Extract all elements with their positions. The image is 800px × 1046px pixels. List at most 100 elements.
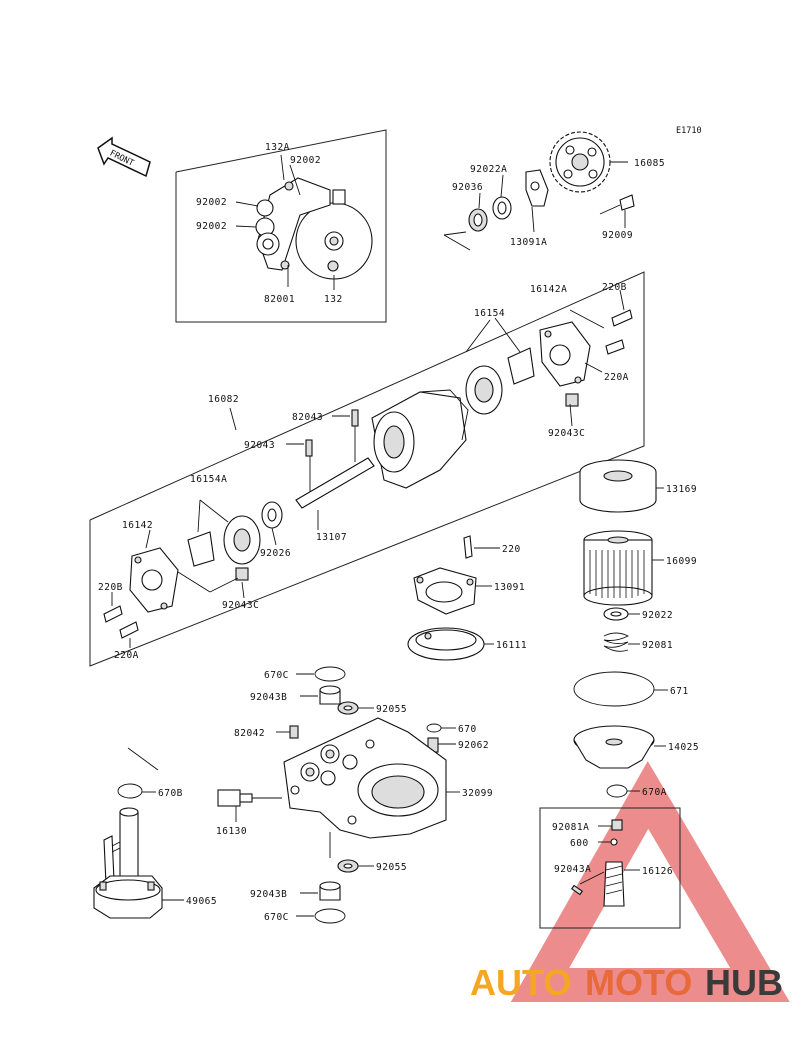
pump-cover-top <box>539 309 633 407</box>
part-label-92062: 92062 <box>458 740 489 751</box>
o-ring-icon <box>426 723 442 733</box>
pump-cover-inset <box>175 129 387 323</box>
rotor-set-bottom <box>187 501 283 567</box>
drive-gear-group <box>468 131 635 232</box>
part-label-132: 132 <box>324 294 343 305</box>
part-label-16126: 16126 <box>642 866 673 877</box>
part-label-92055: 92055 <box>376 704 407 715</box>
dowel-icon <box>235 567 249 581</box>
part-label-92043b: 92043B <box>250 692 287 703</box>
part-label-92022: 92022 <box>642 610 673 621</box>
part-label-13169: 13169 <box>666 484 697 495</box>
bolt-icon <box>103 605 123 623</box>
oil-pipe-assembly <box>93 807 163 919</box>
part-label-92002: 92002 <box>290 155 321 166</box>
part-label-92022a: 92022A <box>470 164 507 175</box>
part-label-671: 671 <box>670 686 689 697</box>
part-label-92026: 92026 <box>260 548 291 559</box>
part-label-220a: 220A <box>114 650 139 661</box>
part-label-16130: 16130 <box>216 826 247 837</box>
plate-13091 <box>413 567 477 615</box>
part-label-16154a: 16154A <box>190 474 227 485</box>
sensor-icon <box>217 789 241 807</box>
shaft-icon <box>295 457 375 509</box>
part-label-16142: 16142 <box>122 520 153 531</box>
part-label-92002: 92002 <box>196 197 227 208</box>
part-label-49065: 49065 <box>186 896 217 907</box>
bolt-icon <box>463 535 473 559</box>
part-label-92043: 92043 <box>244 440 275 451</box>
part-label-92081: 92081 <box>642 640 673 651</box>
dowel-icon <box>280 260 290 270</box>
o-ring-icon <box>117 783 143 799</box>
part-label-92055: 92055 <box>376 862 407 873</box>
pump-shaft <box>295 409 375 509</box>
oil-pump-assembly-frame <box>89 271 645 667</box>
part-label-670c: 670C <box>264 912 289 923</box>
part-label-14025: 14025 <box>668 742 699 753</box>
oil-filter <box>583 530 653 606</box>
part-label-220b: 220B <box>602 282 627 293</box>
part-label-670b: 670B <box>158 788 183 799</box>
inner-rotor-icon <box>507 347 535 385</box>
oil-pan-housing <box>283 717 447 839</box>
watermark-triangle-icon <box>510 761 790 1002</box>
filter-cover-icon <box>579 472 657 513</box>
part-label-16154: 16154 <box>474 308 505 319</box>
bolt-icon <box>619 194 635 211</box>
dowel-icon <box>565 393 579 407</box>
part-label-220a: 220A <box>604 372 629 383</box>
part-label-220: 220 <box>502 544 521 555</box>
pin-icon <box>305 439 313 457</box>
part-label-16082: 16082 <box>208 394 239 405</box>
part-label-13107: 13107 <box>316 532 347 543</box>
part-label-92081a: 92081A <box>552 822 589 833</box>
part-label-132a: 132A <box>265 142 290 153</box>
pump-cover-bottom <box>103 547 249 639</box>
part-label-600: 600 <box>570 838 589 849</box>
filter-housing-cover <box>573 725 655 769</box>
part-label-16111: 16111 <box>496 640 527 651</box>
relief-valve-inset <box>539 807 681 929</box>
oil-pressure-switch <box>217 789 282 807</box>
pipe-icon <box>119 811 139 883</box>
pin-icon <box>351 409 359 427</box>
o-ring-icon <box>606 784 628 798</box>
spring <box>603 632 630 652</box>
part-label-13091a: 13091A <box>510 237 547 248</box>
part-label-92043a: 92043A <box>554 864 591 875</box>
part-label-16142a: 16142A <box>530 284 567 295</box>
watermark-wordmark: AUTO MOTO HUB <box>470 962 783 1003</box>
o-ring-icon <box>314 908 346 924</box>
part-label-220b: 220B <box>98 582 123 593</box>
watermark-logo <box>510 761 790 1002</box>
part-label-92009: 92009 <box>602 230 633 241</box>
part-label-92043c: 92043C <box>548 428 585 439</box>
part-label-16085: 16085 <box>634 158 665 169</box>
bolt-icon <box>119 621 139 639</box>
part-label-13091: 13091 <box>494 582 525 593</box>
inner-rotor-icon <box>187 531 215 567</box>
rotor-set-top <box>465 347 535 415</box>
part-label-670a: 670A <box>642 787 667 798</box>
o-ring-icon <box>573 671 655 707</box>
watermark-hub: HUB <box>705 962 783 1003</box>
pump-body <box>371 389 469 489</box>
watermark-auto: AUTO <box>470 962 571 1003</box>
jet-icon <box>289 725 299 739</box>
bolt-icon <box>605 339 625 355</box>
part-label-32099: 32099 <box>462 788 493 799</box>
part-label-92036: 92036 <box>452 182 483 193</box>
part-label-92043b: 92043B <box>250 889 287 900</box>
part-label-670: 670 <box>458 724 477 735</box>
spring-icon <box>603 632 630 652</box>
part-label-16099: 16099 <box>666 556 697 567</box>
part-label-92043c: 92043C <box>222 600 259 611</box>
bolt-icon <box>611 309 633 327</box>
o-ring-icon <box>256 199 274 217</box>
part-label-82001: 82001 <box>264 294 295 305</box>
watermark-moto: MOTO <box>585 962 692 1003</box>
reference-code: E1710 <box>676 126 702 136</box>
part-label-82042: 82042 <box>234 728 265 739</box>
